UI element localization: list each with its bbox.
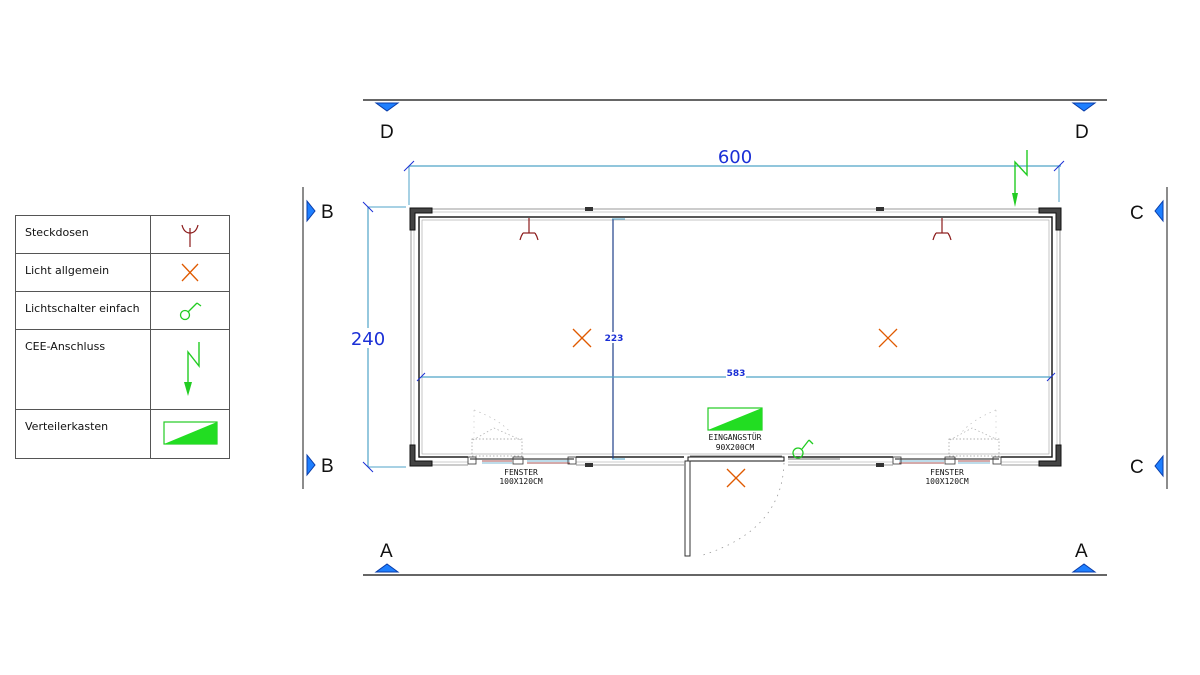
window-right: FENSTER 100X120CM xyxy=(892,409,1002,486)
legend-label: Licht allgemein xyxy=(15,253,151,292)
section-marker-a-left: A xyxy=(374,541,400,573)
socket-icon xyxy=(519,218,539,241)
cee-connection-icon xyxy=(1012,150,1028,207)
marker-label: B xyxy=(321,456,334,477)
marker-label: A xyxy=(380,541,393,562)
distribution-box-icon xyxy=(707,407,763,431)
socket-icon xyxy=(932,218,952,241)
entrance-door: EINGANGSTÜR 90X200CM xyxy=(684,432,840,557)
cee-connection-icon xyxy=(150,329,230,410)
legend-row-verteilerkasten: Verteilerkasten xyxy=(15,409,230,459)
section-marker-c-bottom: C xyxy=(1130,454,1164,478)
dimension-outer-height: 240 xyxy=(348,201,406,473)
marker-label: D xyxy=(1075,122,1089,143)
dimension-inner-height: 223 xyxy=(604,218,625,460)
dimension-label: 240 xyxy=(351,329,385,350)
section-marker-d-right: D xyxy=(1071,102,1097,143)
legend-table: Steckdosen Licht allgemein Lichtschalter… xyxy=(15,215,230,459)
switch-icon xyxy=(792,439,814,459)
legend-label: Verteilerkasten xyxy=(15,409,151,459)
legend-label: CEE-Anschluss xyxy=(15,329,151,410)
light-icon xyxy=(572,328,592,348)
section-marker-b-bottom: B xyxy=(306,453,334,477)
section-marker-b-top: B xyxy=(306,199,334,223)
section-marker-a-right: A xyxy=(1071,541,1097,573)
marker-label: B xyxy=(321,202,334,223)
window-label: FENSTER xyxy=(504,468,538,477)
dimension-label: 600 xyxy=(718,147,752,168)
section-marker-c-top: C xyxy=(1130,199,1164,224)
marker-label: C xyxy=(1130,203,1144,224)
marker-label: C xyxy=(1130,457,1144,478)
window-size-label: 100X120CM xyxy=(499,477,543,486)
legend-row-lichtschalter: Lichtschalter einfach xyxy=(15,291,230,330)
light-icon xyxy=(726,468,746,488)
legend-label: Lichtschalter einfach xyxy=(15,291,151,330)
marker-label: D xyxy=(380,122,394,143)
light-icon xyxy=(150,253,230,292)
window-label: FENSTER xyxy=(930,468,964,477)
distribution-box-icon xyxy=(150,409,230,459)
dimension-label: 583 xyxy=(727,369,746,379)
legend-row-steckdosen: Steckdosen xyxy=(15,215,230,254)
light-icon xyxy=(878,328,898,348)
dimension-inner-width: 583 xyxy=(416,368,1056,382)
dimension-label: 223 xyxy=(605,334,624,344)
socket-icon xyxy=(150,215,230,254)
legend-row-cee: CEE-Anschluss xyxy=(15,329,230,410)
wall-joints xyxy=(585,207,884,467)
corner-posts xyxy=(409,207,1062,467)
legend-label: Steckdosen xyxy=(15,215,151,254)
window-size-label: 100X120CM xyxy=(925,477,969,486)
section-marker-d-left: D xyxy=(374,102,400,143)
door-size-label: 90X200CM xyxy=(716,443,755,452)
switch-icon xyxy=(150,291,230,330)
marker-label: A xyxy=(1075,541,1088,562)
window-left: FENSTER 100X120CM xyxy=(467,409,577,486)
legend-row-licht: Licht allgemein xyxy=(15,253,230,292)
dimension-outer-width: 600 xyxy=(403,147,1065,205)
door-label: EINGANGSTÜR xyxy=(709,432,762,442)
